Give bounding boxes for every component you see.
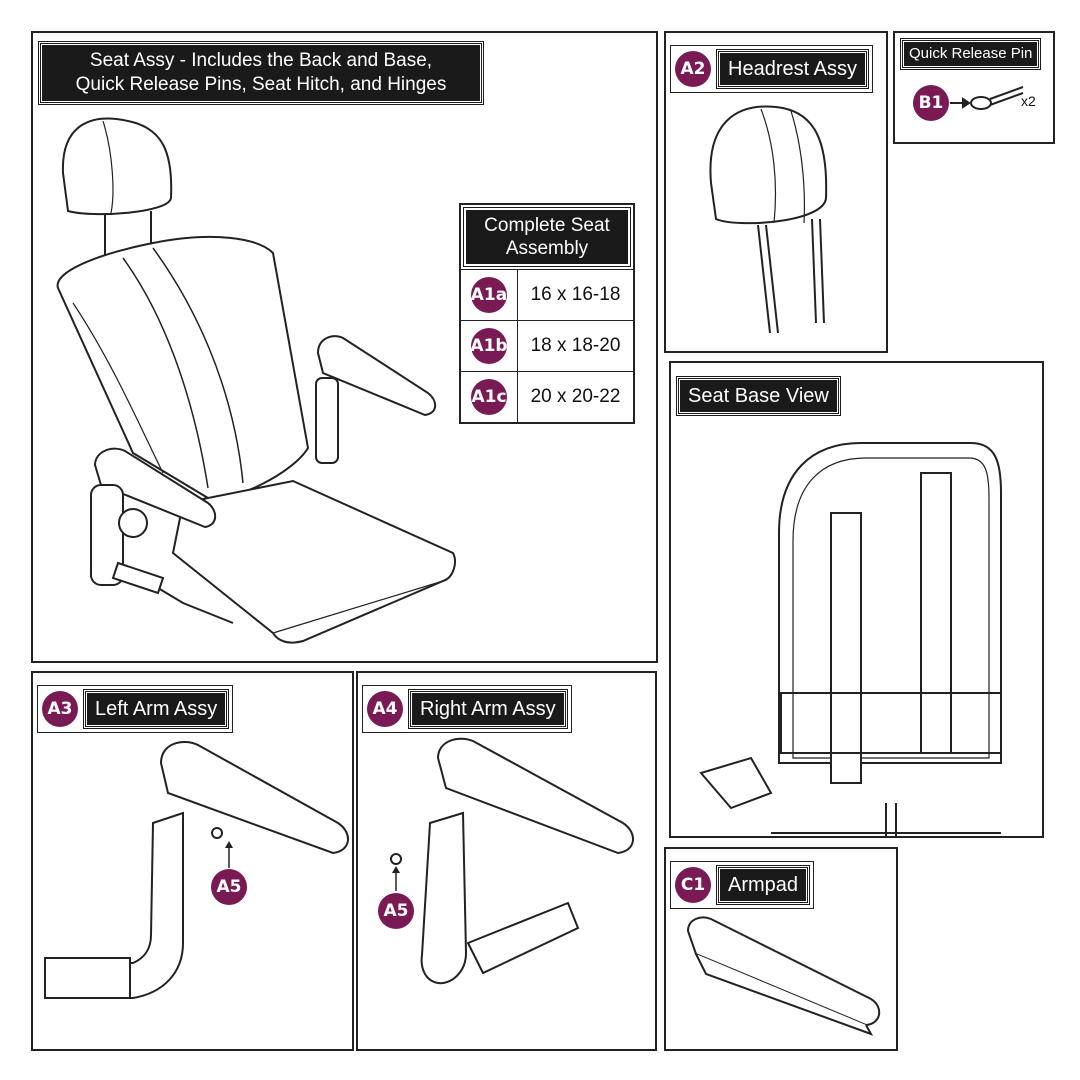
complete-seat-table: Complete Seat Assembly A1a 16 x 16-18 A1… <box>459 203 635 424</box>
table-cell-size: 16 x 16-18 <box>530 284 621 305</box>
right-arm-label: Right Arm Assy <box>408 689 568 729</box>
seat-assy-title: Seat Assy - Includes the Back and Base, … <box>38 41 484 105</box>
left-arm-label: Left Arm Assy <box>82 689 230 729</box>
headrest-tag: A2 Headrest Assy <box>670 45 873 93</box>
armpad-tag: C1 Armpad <box>670 861 815 909</box>
part-badge-a1c: A1c <box>471 379 507 415</box>
part-badge-b1: B1 <box>913 85 949 121</box>
complete-seat-table-header: Complete Seat Assembly <box>463 207 631 267</box>
pin-icon <box>950 86 1024 110</box>
left-arm-tag: A3 Left Arm Assy <box>37 685 234 733</box>
seat-assembly-drawing <box>56 117 456 644</box>
table-cell-size: 18 x 18-20 <box>530 335 621 356</box>
quick-release-pin-panel: Quick Release Pin B1 x2 <box>893 31 1055 144</box>
table-header-line1: Complete Seat <box>484 215 610 236</box>
part-badge-a2: A2 <box>675 51 711 87</box>
right-arm-panel: A4 Right Arm Assy A5 <box>356 671 657 1051</box>
part-badge-a3: A3 <box>42 691 78 727</box>
quick-release-pin-title: Quick Release Pin <box>899 38 1042 70</box>
headrest-label: Headrest Assy <box>716 49 869 89</box>
armpad-panel: C1 Armpad <box>664 847 898 1051</box>
right-arm-tag: A4 Right Arm Assy <box>362 685 572 733</box>
table-row: A1c 20 x 20-22 <box>461 371 633 422</box>
seat-base-drawing <box>699 442 1002 836</box>
part-badge-a4: A4 <box>367 691 403 727</box>
left-arm-panel: A3 Left Arm Assy A5 <box>31 671 354 1051</box>
headrest-drawing <box>709 105 828 334</box>
table-row: A1a 16 x 16-18 <box>461 269 633 320</box>
table-row: A1b 18 x 18-20 <box>461 320 633 371</box>
headrest-panel: A2 Headrest Assy <box>664 31 888 353</box>
armpad-label: Armpad <box>715 865 811 905</box>
seat-base-view-panel: Seat Base View <box>669 361 1044 838</box>
table-header-line2: Assembly <box>505 238 589 259</box>
part-badge-c1: C1 <box>675 867 711 903</box>
left-arm-drawing <box>44 741 349 999</box>
seat-assy-title-line2: Quick Release Pins, Seat Hitch, and Hing… <box>75 74 447 95</box>
seat-assy-panel: Seat Assy - Includes the Back and Base, … <box>31 31 658 663</box>
part-badge-a5: A5 <box>211 869 247 905</box>
seat-assy-title-line1: Seat Assy - Includes the Back and Base, <box>89 50 433 71</box>
right-arm-drawing <box>390 737 634 985</box>
pin-quantity: x2 <box>1021 93 1036 109</box>
table-cell-size: 20 x 20-22 <box>530 386 621 407</box>
part-badge-a5: A5 <box>378 893 414 929</box>
seat-base-view-label: Seat Base View <box>676 376 841 416</box>
part-badge-a1b: A1b <box>470 328 508 364</box>
part-badge-a1a: A1a <box>471 277 507 313</box>
armpad-drawing <box>686 916 881 1036</box>
